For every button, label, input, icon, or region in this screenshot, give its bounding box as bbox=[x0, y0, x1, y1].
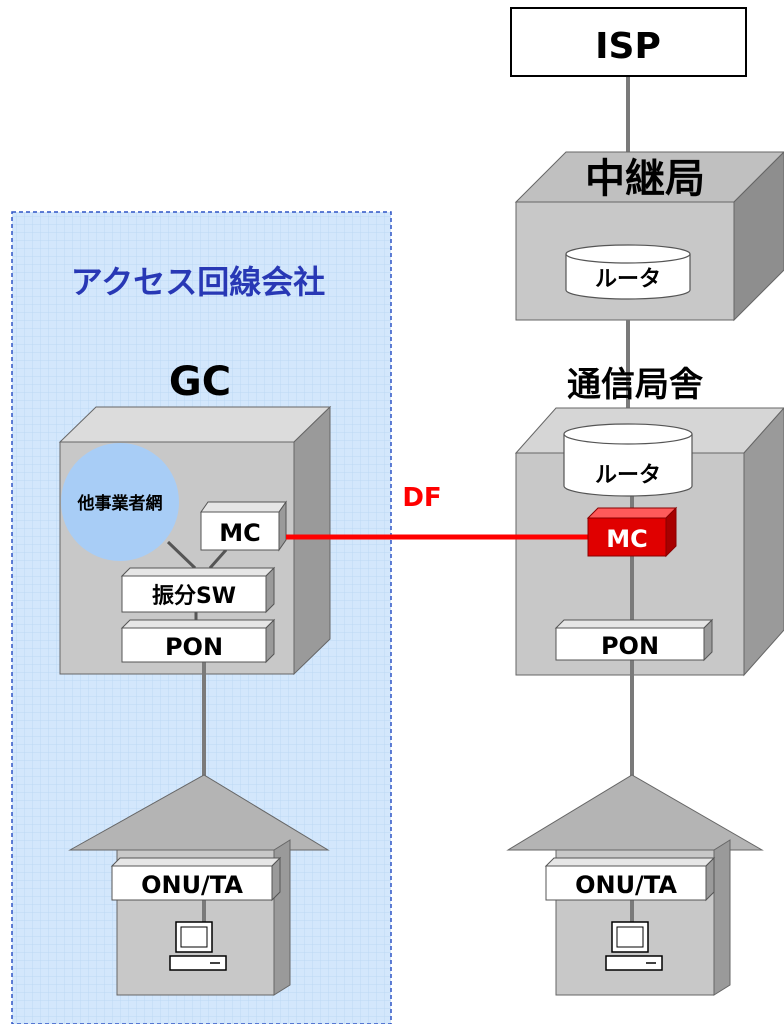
gc-title: GC bbox=[169, 359, 231, 405]
right-onu-label: ONU/TA bbox=[575, 871, 677, 899]
right-onu-box: ONU/TA bbox=[544, 856, 716, 902]
gc-switch-box: 振分SW bbox=[120, 566, 276, 614]
other-network-label: 他事業者網 bbox=[77, 493, 163, 514]
relay-station-title: 中継局 bbox=[585, 156, 705, 202]
central-office-title: 通信局舎 bbox=[567, 365, 703, 405]
gc-mc-box: MC bbox=[200, 500, 287, 552]
access-company-title: アクセス回線会社 bbox=[71, 263, 325, 301]
gc-switch-label: 振分SW bbox=[152, 584, 236, 609]
computer-icon bbox=[605, 921, 663, 971]
central-mc-box: MC bbox=[586, 506, 678, 558]
isp-box: ISP bbox=[510, 7, 747, 77]
gc-pon-box: PON bbox=[120, 618, 276, 664]
central-pon-label: PON bbox=[601, 632, 659, 660]
computer-icon bbox=[169, 921, 227, 971]
relay-station-building: 中継局 bbox=[514, 151, 784, 322]
gc-pon-label: PON bbox=[165, 633, 223, 661]
left-onu-box: ONU/TA bbox=[110, 856, 282, 902]
central-router: ルータ bbox=[563, 423, 693, 497]
relay-router-label: ルータ bbox=[595, 267, 661, 292]
gc-mc-label: MC bbox=[219, 519, 261, 547]
central-router-label: ルータ bbox=[595, 463, 661, 488]
central-pon-box: PON bbox=[554, 618, 714, 662]
df-label: DF bbox=[402, 483, 441, 513]
other-network-circle: 他事業者網 bbox=[61, 443, 179, 561]
isp-label: ISP bbox=[595, 26, 661, 67]
central-mc-label: MC bbox=[606, 525, 648, 553]
relay-router: ルータ bbox=[565, 244, 691, 300]
left-onu-label: ONU/TA bbox=[141, 871, 243, 899]
